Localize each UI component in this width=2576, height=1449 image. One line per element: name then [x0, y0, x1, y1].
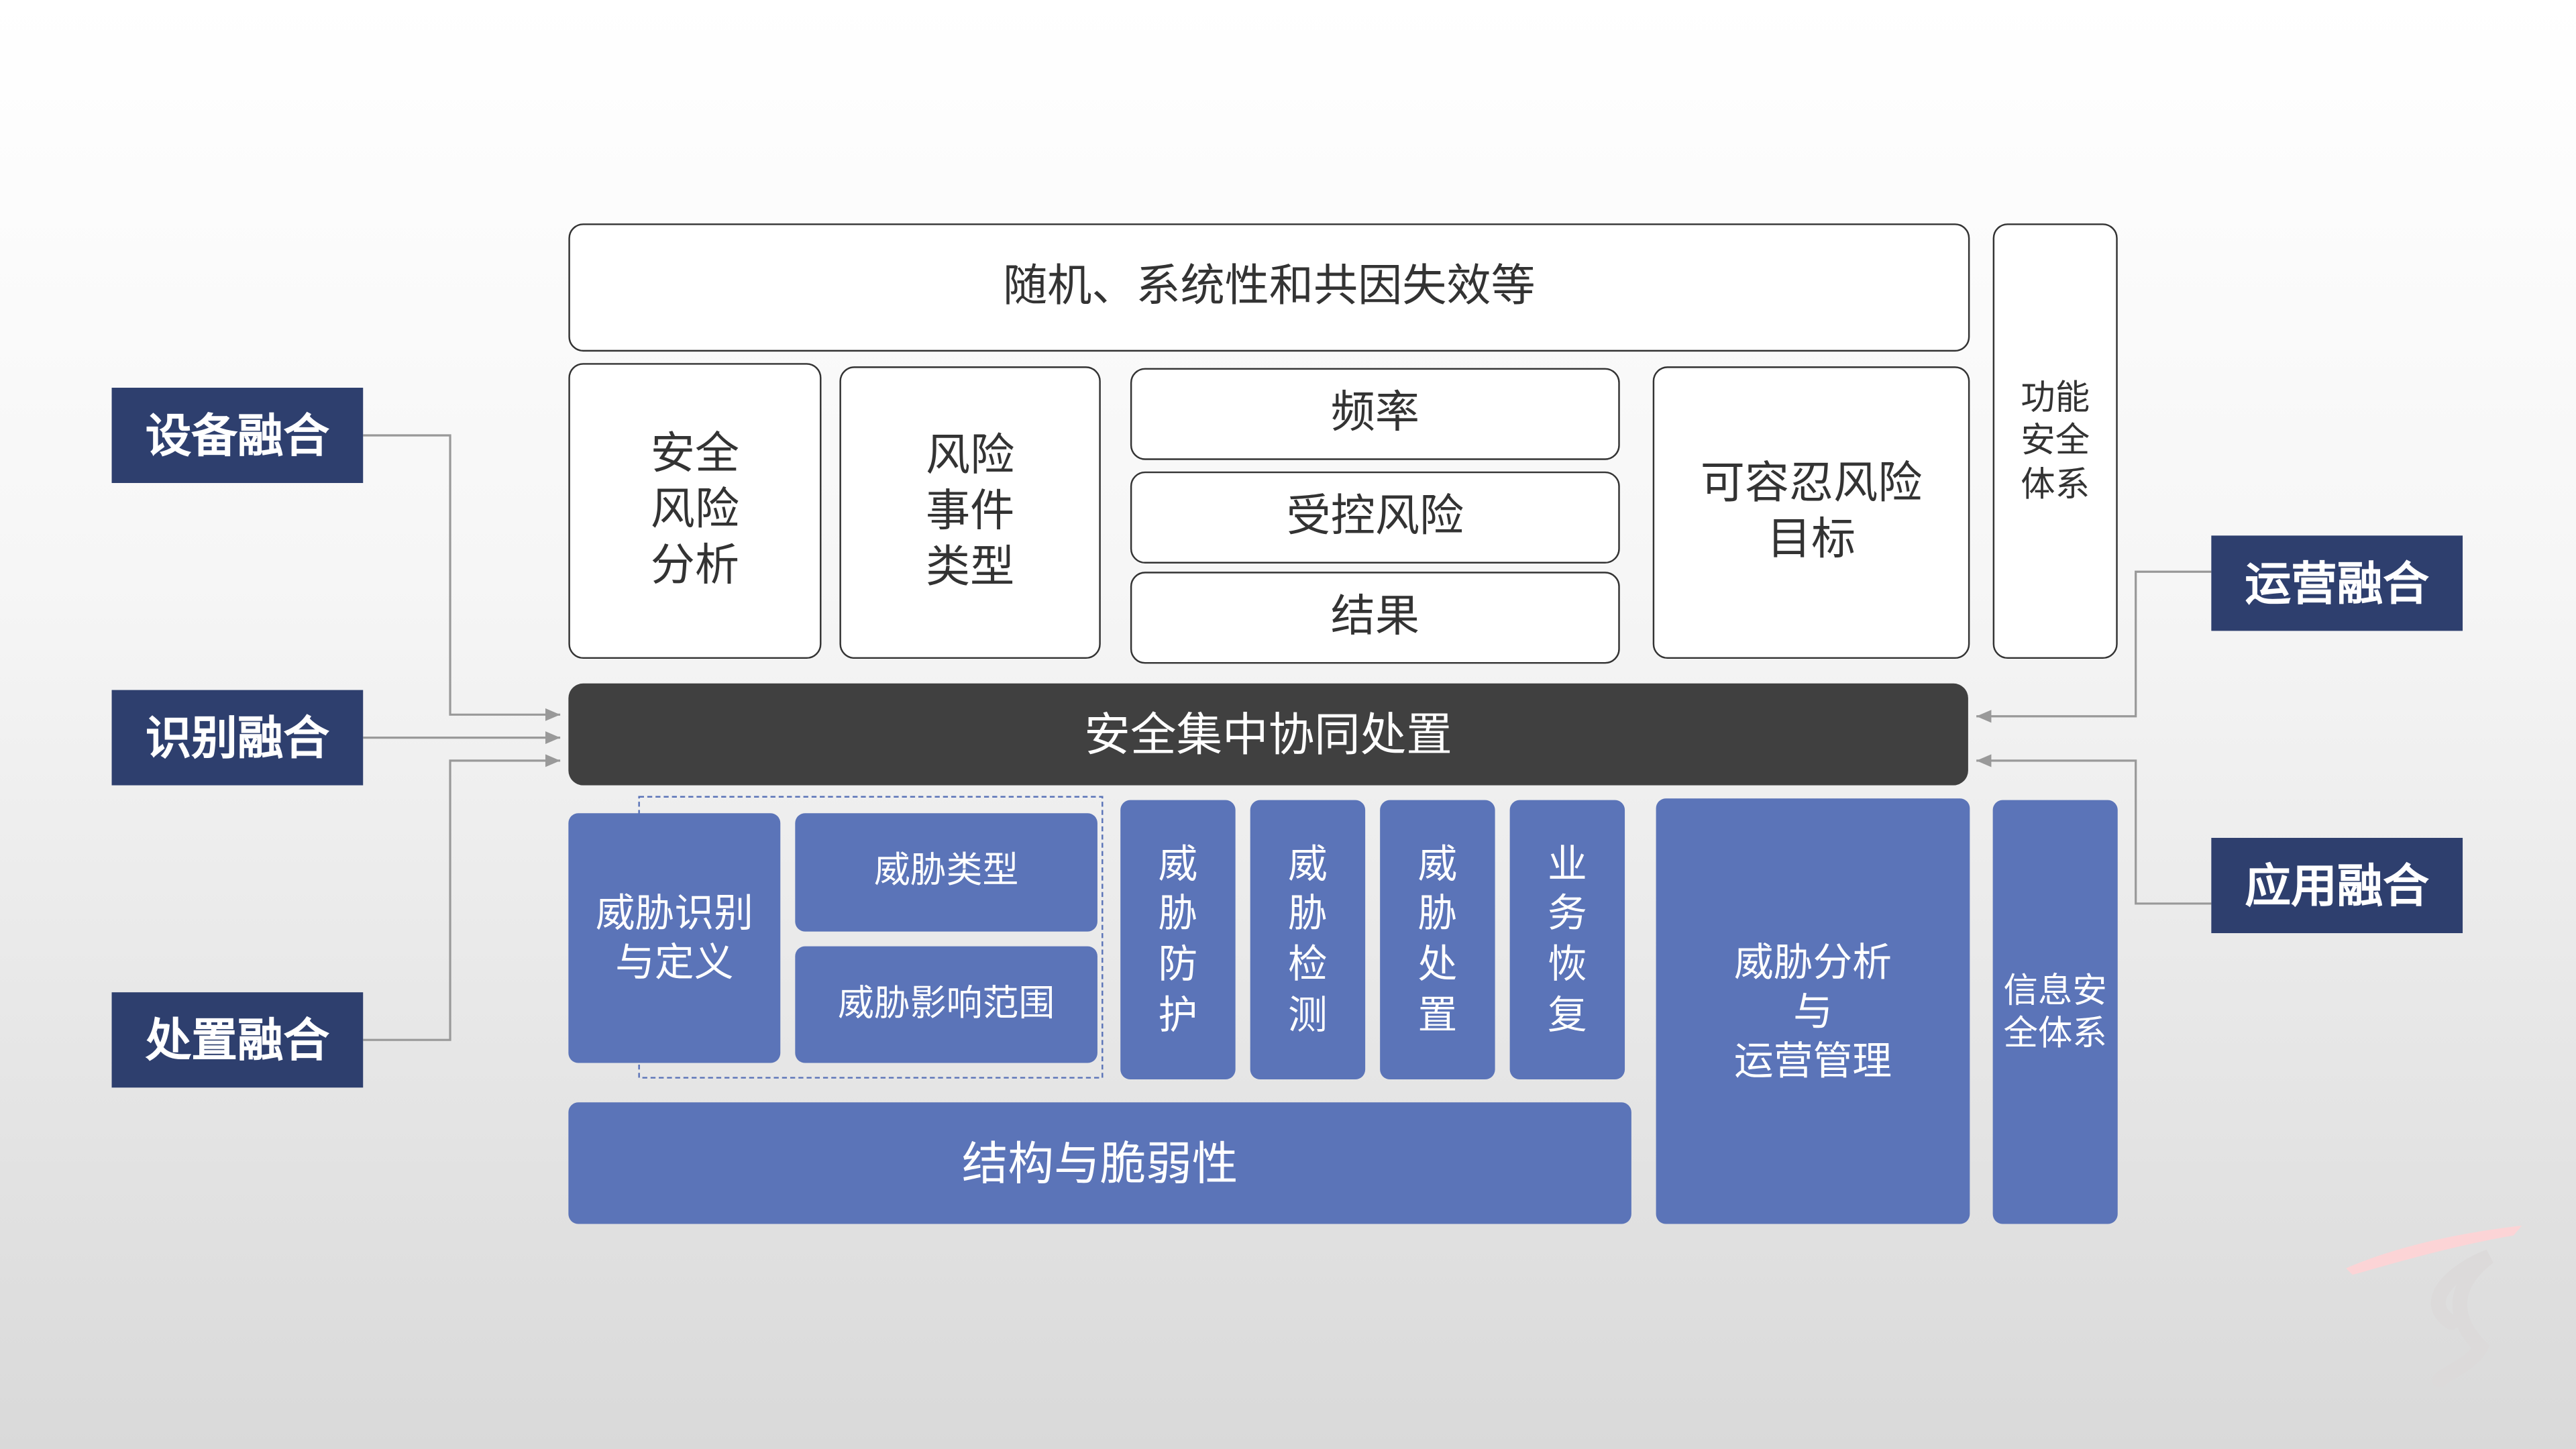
- identification-fusion-label: 识别融合: [111, 690, 364, 786]
- application-fusion-label: 应用融合: [2211, 837, 2463, 934]
- threat-analysis-box: 威胁分析 与 运营管理: [1656, 798, 1970, 1224]
- connector-dispose: [363, 754, 561, 1041]
- frequency-box: 频率: [1130, 368, 1620, 460]
- device-fusion-label: 设备融合: [111, 387, 364, 484]
- central-coordination-bar: 安全集中协同处置: [568, 683, 1968, 786]
- infosec-system-box: 信息安 全体系: [1992, 800, 2118, 1224]
- threat-protection-box: 威 胁 防 护: [1120, 800, 1236, 1079]
- operation-fusion-label: 运营融合: [2211, 535, 2463, 631]
- safety-risk-analysis-box: 安全 风险 分析: [568, 363, 822, 659]
- business-recovery-box: 业 务 恢 复: [1509, 800, 1625, 1079]
- threat-disposal-box: 威 胁 处 置: [1380, 800, 1495, 1079]
- connector-operation: [1976, 570, 2212, 723]
- functional-safety-box: 功能 安全 体系: [1992, 223, 2118, 659]
- structure-vulnerability-box: 结构与脆弱性: [568, 1102, 1631, 1224]
- result-box: 结果: [1130, 572, 1620, 664]
- logo-watermark: [2346, 1225, 2522, 1388]
- disposal-fusion-label: 处置融合: [111, 992, 364, 1088]
- tolerable-risk-box: 可容忍风险 目标: [1652, 366, 1970, 659]
- threat-identification-box: 威胁识别 与定义: [568, 813, 781, 1063]
- threat-detection-box: 威 胁 检 测: [1250, 800, 1366, 1079]
- risk-event-type-box: 风险 事件 类型: [839, 366, 1101, 659]
- connector-application: [1976, 754, 2212, 905]
- connector-device: [363, 434, 561, 721]
- threat-type-box: 威胁类型: [795, 813, 1097, 932]
- controlled-risk-box: 受控风险: [1130, 471, 1620, 564]
- failure-box: 随机、系统性和共因失效等: [568, 223, 1970, 352]
- threat-scope-box: 威胁影响范围: [795, 946, 1097, 1063]
